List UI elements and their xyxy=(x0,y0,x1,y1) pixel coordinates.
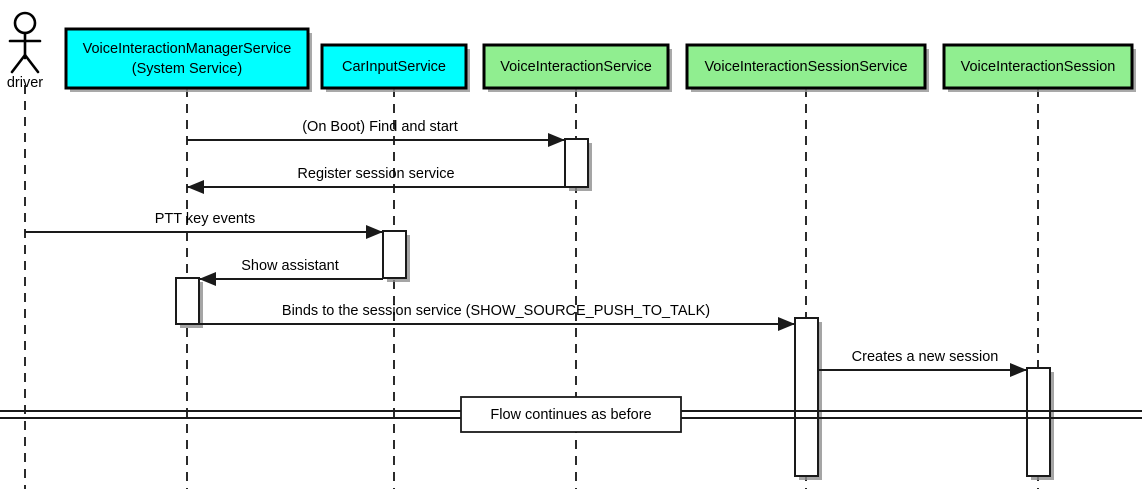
actor-driver: driver xyxy=(7,11,43,91)
participant-vims-label-line1: VoiceInteractionManagerService xyxy=(83,41,292,57)
participant-vis[interactable]: VoiceInteractionService xyxy=(482,43,672,92)
message-show-assistant-label: Show assistant xyxy=(241,258,339,274)
participant-viss[interactable]: VoiceInteractionSessionService xyxy=(685,43,929,92)
participant-boxes-group: VoiceInteractionManagerService (System S… xyxy=(64,27,1136,92)
participant-vims-box[interactable] xyxy=(64,27,310,90)
message-ptt-key-events-label: PTT key events xyxy=(155,211,255,227)
participant-vsession[interactable]: VoiceInteractionSession xyxy=(942,43,1136,92)
participant-viss-label: VoiceInteractionSessionService xyxy=(704,59,907,75)
participant-vims-label-line2: (System Service) xyxy=(132,61,242,77)
actor-label-driver: driver xyxy=(7,75,43,91)
message-on-boot-find-and-start-arrowhead xyxy=(548,133,565,147)
activation-viss-1 xyxy=(794,317,822,480)
message-binds-to-session-service[interactable]: Binds to the session service (SHOW_SOURC… xyxy=(176,303,795,331)
participant-vims[interactable]: VoiceInteractionManagerService (System S… xyxy=(64,27,312,92)
message-on-boot-find-and-start-label: (On Boot) Find and start xyxy=(302,119,458,135)
message-register-session-service[interactable]: Register session service xyxy=(187,166,565,194)
activation-vims-1-bar xyxy=(175,277,200,325)
divider-flow-continues: Flow continues as before xyxy=(0,396,1142,433)
activation-vsession-1 xyxy=(1026,367,1054,480)
messages-group: (On Boot) Find and start Register sessio… xyxy=(25,119,1027,377)
actor-leg-left-icon xyxy=(10,53,27,74)
activation-vsession-1-bar xyxy=(1026,367,1051,477)
activation-bars-group xyxy=(175,138,1054,480)
message-creates-a-new-session[interactable]: Creates a new session xyxy=(818,349,1027,377)
message-on-boot-find-and-start[interactable]: (On Boot) Find and start xyxy=(187,119,565,147)
participant-vis-box[interactable] xyxy=(482,43,670,90)
message-binds-to-session-service-label: Binds to the session service (SHOW_SOURC… xyxy=(282,303,710,319)
activation-vis-1-bar xyxy=(564,138,589,188)
actor-head-icon xyxy=(13,11,37,35)
message-creates-a-new-session-label: Creates a new session xyxy=(852,349,999,365)
message-show-assistant[interactable]: Show assistant xyxy=(199,258,383,286)
activation-viss-1-bar xyxy=(794,317,819,477)
message-creates-a-new-session-arrowhead xyxy=(1010,363,1027,377)
participant-cis[interactable]: CarInputService xyxy=(320,43,470,92)
activation-vims-1 xyxy=(175,277,203,328)
activation-vis-1 xyxy=(564,138,592,191)
participant-cis-label: CarInputService xyxy=(342,59,446,75)
actor-leg-right-icon xyxy=(23,53,40,74)
participant-vsession-label: VoiceInteractionSession xyxy=(961,59,1116,75)
participant-vsession-box[interactable] xyxy=(942,43,1134,90)
participant-cis-box[interactable] xyxy=(320,43,468,90)
activation-cis-1 xyxy=(382,230,410,282)
divider-label-text: Flow continues as before xyxy=(490,407,651,423)
message-ptt-key-events-arrowhead xyxy=(366,225,383,239)
divider-label-box xyxy=(460,396,682,433)
message-binds-to-session-service-arrowhead xyxy=(778,317,795,331)
participant-vis-label: VoiceInteractionService xyxy=(500,59,652,75)
message-show-assistant-arrowhead xyxy=(199,272,216,286)
message-register-session-service-arrowhead xyxy=(187,180,204,194)
participant-viss-box[interactable] xyxy=(685,43,927,90)
message-register-session-service-label: Register session service xyxy=(297,166,454,182)
message-ptt-key-events[interactable]: PTT key events xyxy=(25,211,383,239)
activation-cis-1-bar xyxy=(382,230,407,279)
